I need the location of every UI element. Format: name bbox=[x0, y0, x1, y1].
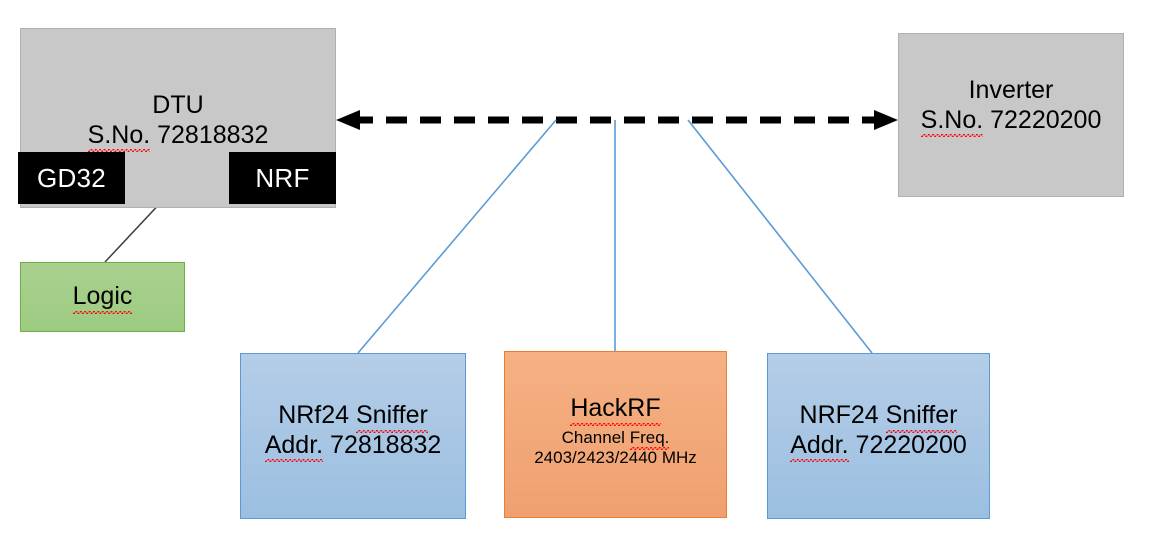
rf-link-dtu-inverter bbox=[336, 110, 898, 130]
sniffer-right-addr-value: 72220200 bbox=[855, 430, 967, 459]
sniffer-left-title-head: NRf24 bbox=[278, 401, 356, 429]
hackrf-channel-label-head: Channel bbox=[561, 427, 630, 447]
gd32-label: GD32 bbox=[36, 162, 107, 193]
dtu-serial-prefix: S.No. bbox=[87, 120, 151, 152]
inverter-serial-prefix: S.No. bbox=[920, 105, 984, 137]
inverter-node[interactable]: Inverter S.No. 72220200 bbox=[898, 33, 1124, 197]
inverter-title: Inverter bbox=[968, 76, 1054, 104]
logic-label: Logic bbox=[72, 282, 133, 314]
sniffer-left-addr-value: 72818832 bbox=[330, 430, 442, 459]
inverter-serial: S.No. 72220200 bbox=[920, 105, 1102, 137]
sniffer-right-title-tail: Sniffer bbox=[885, 401, 958, 432]
hackrf-node[interactable]: HackRF Channel Freq. 2403/2423/2440 MHz bbox=[504, 351, 727, 518]
inverter-serial-number: 72220200 bbox=[990, 105, 1102, 134]
sniffer-left-addr-prefix: Addr. bbox=[264, 430, 324, 462]
gd32-module[interactable]: GD32 bbox=[18, 152, 125, 204]
hackrf-frequencies: 2403/2423/2440 MHz bbox=[534, 447, 697, 467]
nrf-label: NRF bbox=[255, 162, 310, 193]
sniffer-left-title: NRf24 Sniffer bbox=[278, 401, 428, 432]
sniffer-left-addr-space bbox=[323, 431, 330, 459]
sniffer-right-title: NRF24 Sniffer bbox=[799, 401, 958, 432]
hackrf-channel-label: Channel Freq. bbox=[561, 427, 670, 450]
hackrf-channel-label-tail: Freq. bbox=[629, 427, 670, 450]
dtu-serial: S.No. 72818832 bbox=[87, 120, 269, 152]
sniffer-right-title-head: NRF24 bbox=[799, 401, 886, 429]
sniffer-right-addr-space bbox=[849, 431, 856, 459]
rf-link-arrowhead-right bbox=[874, 110, 898, 130]
hackrf-title: HackRF bbox=[570, 394, 661, 425]
sniffer-right-addr-prefix: Addr. bbox=[790, 430, 849, 462]
logic-analyzer-node[interactable]: Logic bbox=[20, 262, 185, 332]
dtu-title: DTU bbox=[152, 91, 204, 119]
sniffer-right-node[interactable]: NRF24 Sniffer Addr. 72220200 bbox=[767, 353, 990, 519]
tap-line-sniffer-right bbox=[687, 119, 873, 354]
sniffer-left-title-tail: Sniffer bbox=[356, 401, 428, 432]
nrf-module[interactable]: NRF bbox=[229, 152, 336, 204]
dtu-serial-number: 72818832 bbox=[157, 120, 269, 149]
sniffer-left-node[interactable]: NRf24 Sniffer Addr. 72818832 bbox=[240, 353, 466, 519]
rf-link-arrowhead-left bbox=[336, 110, 360, 130]
sniffer-left-addr: Addr. 72818832 bbox=[264, 430, 442, 462]
tap-line-sniffer-left bbox=[357, 119, 557, 354]
sniffer-right-addr: Addr. 72220200 bbox=[790, 430, 967, 462]
